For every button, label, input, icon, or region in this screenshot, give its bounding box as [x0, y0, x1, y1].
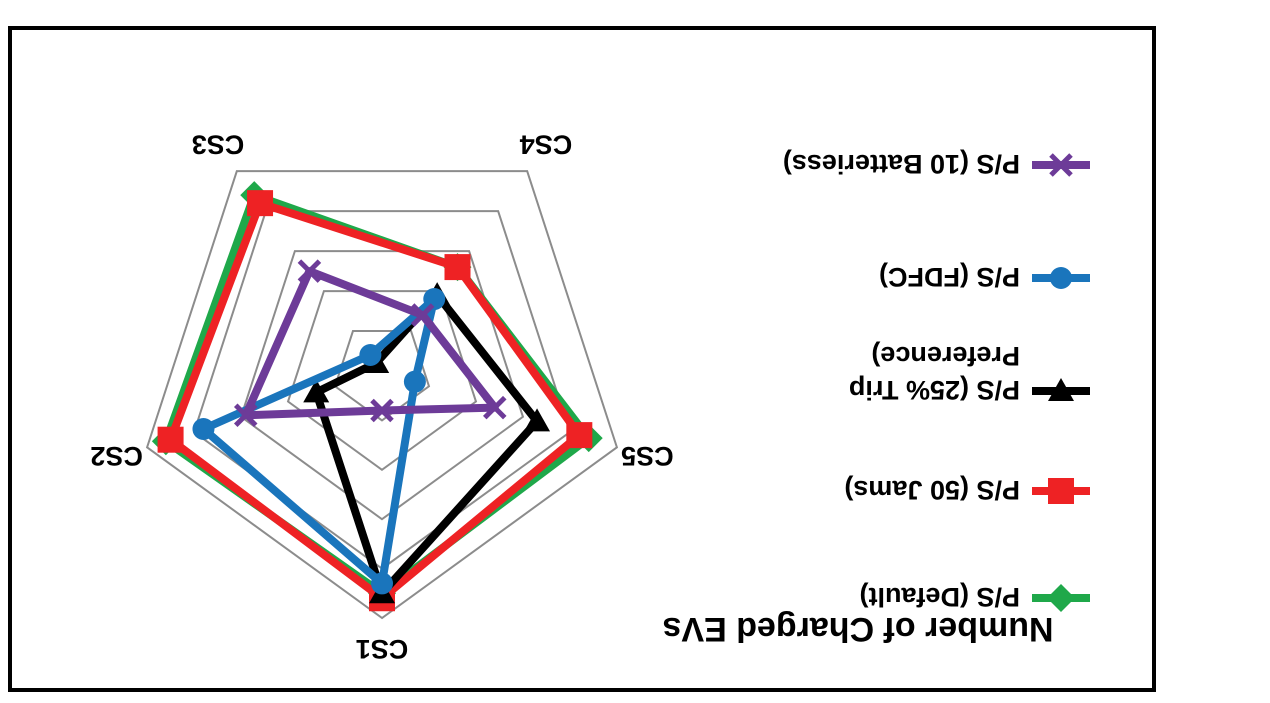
axis-label-cs4: CS4: [520, 129, 573, 159]
data-point: [157, 426, 184, 453]
legend-label: P/S (50 Jams): [844, 475, 1020, 505]
data-point: [303, 379, 330, 403]
marker-stroke: [1049, 153, 1073, 177]
legend-swatch-marker: [1048, 378, 1074, 401]
series-line: [166, 199, 584, 603]
series-4: [233, 259, 507, 428]
legend-swatch-marker: [1050, 267, 1072, 289]
data-point: [444, 254, 471, 281]
data-point: [524, 408, 551, 432]
axis-label-cs5: CS5: [621, 441, 674, 471]
data-point: [192, 418, 215, 441]
data-point: [359, 344, 382, 367]
legend-swatch-marker: [1048, 478, 1074, 504]
marker-stroke: [297, 259, 322, 283]
legend-entry-0: P/S (Default): [859, 582, 1090, 612]
data-point: [297, 259, 322, 283]
data-point: [482, 395, 507, 420]
marker-stroke: [482, 395, 507, 420]
legend-label: P/S (25% Trip: [849, 375, 1020, 405]
marker-stroke: [370, 398, 394, 423]
data-point: [371, 572, 393, 595]
legend-label-continued: Preference): [871, 341, 1020, 371]
series-line: [161, 191, 593, 598]
legend-label: P/S (FDFC): [879, 262, 1020, 292]
chart-title: Number of Charged EVs: [662, 610, 1053, 648]
legend-entry-2: P/S (25% Trip Preference): [849, 341, 1090, 405]
axis-label-cs2: CS2: [90, 441, 143, 471]
data-point: [247, 190, 274, 217]
legend: P/S (Default)P/S (50 Jams)P/S (25% TripP…: [783, 149, 1090, 612]
marker-stroke: [233, 403, 258, 428]
data-point: [566, 422, 593, 449]
series-line: [312, 291, 542, 598]
data-point: [410, 303, 435, 327]
legend-label: P/S (10 Batteriess): [783, 149, 1020, 179]
legend-label: P/S (Default): [859, 582, 1020, 612]
grid-ring: [145, 170, 619, 620]
legend-swatch-marker: [1047, 584, 1075, 612]
legend-swatch-marker: [1049, 153, 1073, 177]
grid-ring: [192, 210, 572, 570]
data-point: [403, 370, 426, 393]
grid-ring: [333, 330, 431, 422]
legend-entry-1: P/S (50 Jams): [844, 475, 1090, 505]
grid-ring: [239, 250, 525, 521]
data-point: [370, 398, 394, 423]
axis-label-cs3: CS3: [192, 129, 245, 159]
series-lines: [151, 181, 603, 612]
series-line: [199, 295, 439, 588]
series-3: [192, 288, 446, 595]
data-point: [233, 403, 258, 428]
series-line: [241, 267, 499, 420]
legend-entry-4: P/S (10 Batteriess): [783, 149, 1090, 179]
axis-label-cs1: CS1: [356, 634, 409, 664]
legend-entry-3: P/S (FDFC): [879, 262, 1090, 292]
marker-stroke: [410, 303, 435, 327]
data-point: [423, 288, 446, 311]
